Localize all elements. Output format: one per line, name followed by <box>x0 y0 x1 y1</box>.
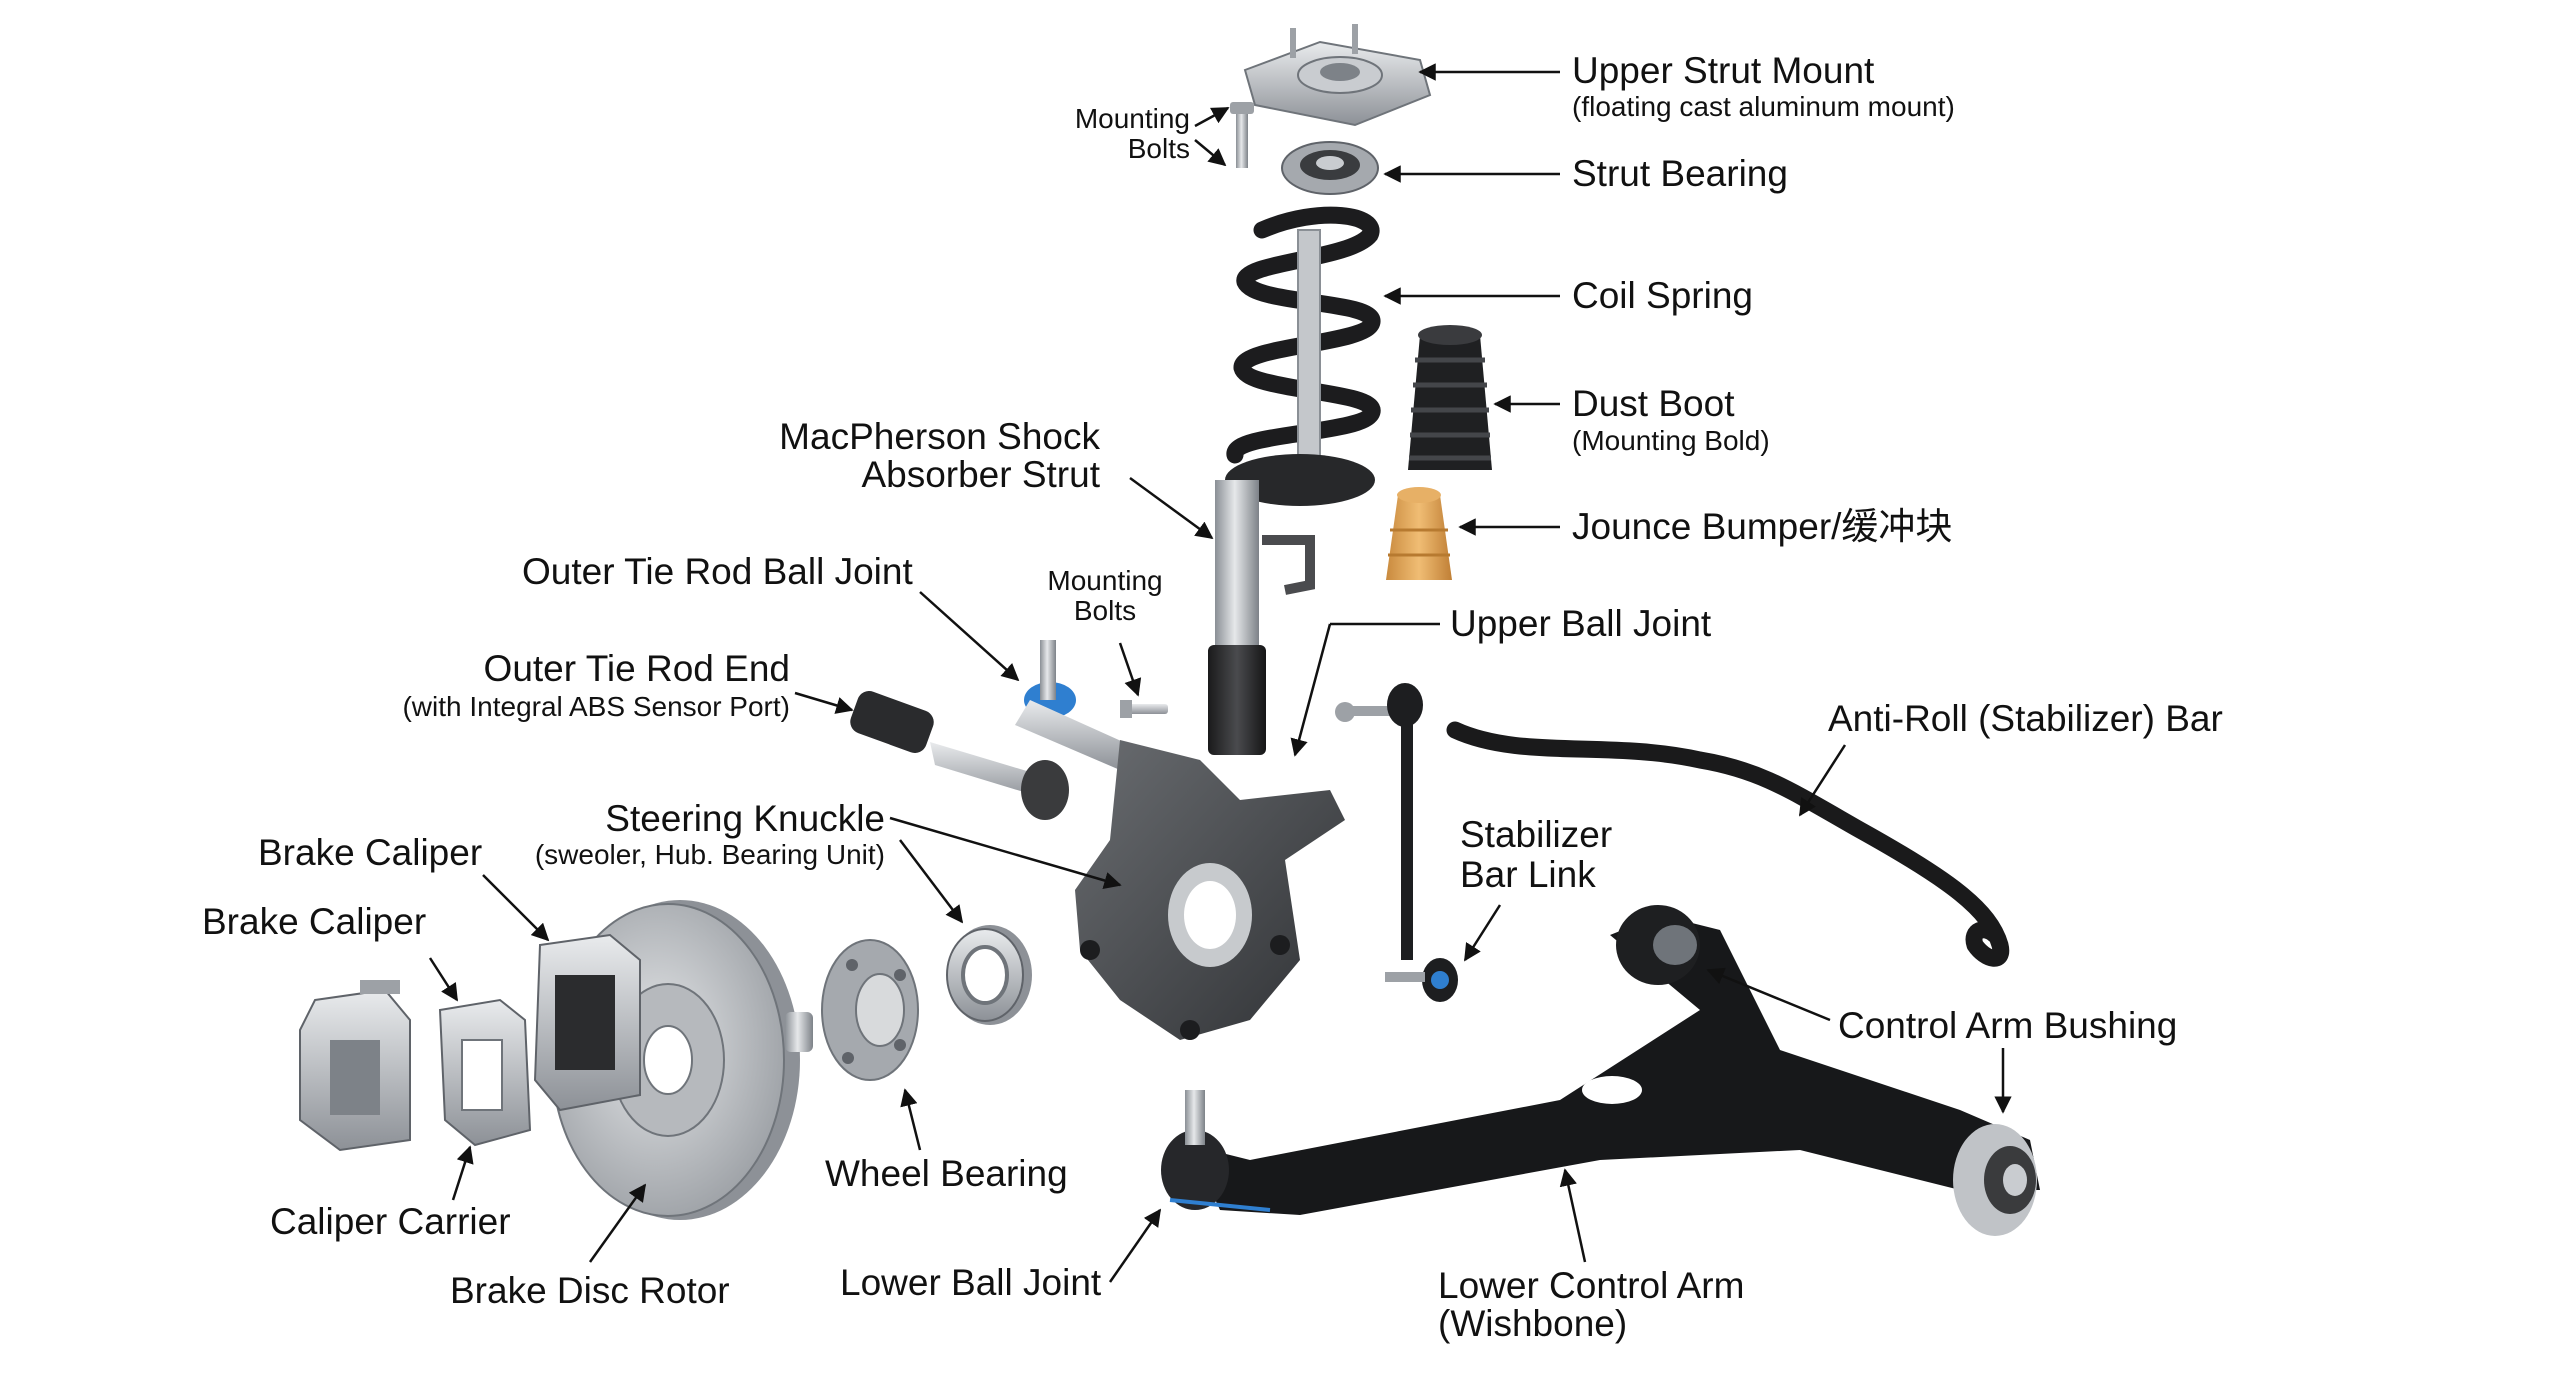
label-mounting-bolts-mid-line2: Bolts <box>1073 595 1137 626</box>
label-stabilizer-link-line2: Bar Link <box>1460 854 1596 895</box>
brake-caliper-outer-part <box>533 933 641 1112</box>
label-dust-boot-sub: (Mounting Bold) <box>1572 425 1770 456</box>
label-outer-tie-rod-end: Outer Tie Rod End <box>483 648 790 689</box>
label-jounce-bumper: Jounce Bumper/缓冲块 <box>1572 506 1953 547</box>
macpherson-strut-part <box>1208 454 1375 755</box>
label-anti-roll-bar: Anti-Roll (Stabilizer) Bar <box>1828 698 2223 739</box>
label-macpherson-line1: MacPherson Shock <box>779 416 1100 457</box>
upper-strut-mount-part <box>1243 24 1432 127</box>
label-steering-knuckle: Steering Knuckle <box>605 798 885 839</box>
mounting-bolt-mid-part <box>1120 700 1168 718</box>
brake-caliper-inner-part <box>299 980 411 1152</box>
caliper-carrier-part <box>438 998 532 1147</box>
dust-boot-part <box>1408 325 1492 470</box>
label-lower-control-arm-line2: (Wishbone) <box>1438 1303 1628 1344</box>
label-brake-caliper-1: Brake Caliper <box>258 832 483 873</box>
anti-roll-bar-part <box>1446 721 2010 967</box>
label-upper-ball-joint: Upper Ball Joint <box>1450 603 1712 644</box>
leader-lines <box>428 63 2012 1283</box>
steering-knuckle-part <box>1075 740 1345 1040</box>
label-dust-boot: Dust Boot <box>1572 383 1735 424</box>
label-mounting-bolts-top-line1: Mounting <box>1074 103 1190 134</box>
stabilizer-link-part <box>1335 683 1458 1002</box>
label-wheel-bearing: Wheel Bearing <box>825 1153 1068 1194</box>
label-caliper-carrier: Caliper Carrier <box>270 1201 511 1242</box>
label-steering-knuckle-sub: (sweoler, Hub. Bearing Unit) <box>534 839 885 870</box>
label-upper-strut-mount-sub: (floating cast aluminum mount) <box>1572 91 1955 122</box>
hub-bearing-part <box>946 925 1032 1025</box>
label-coil-spring: Coil Spring <box>1572 275 1753 316</box>
mounting-bolt-top-part <box>1230 102 1254 168</box>
label-stabilizer-link-line1: Stabilizer <box>1460 814 1613 855</box>
label-outer-tie-rod-ball-joint: Outer Tie Rod Ball Joint <box>522 551 913 592</box>
label-control-arm-bushing: Control Arm Bushing <box>1838 1005 2178 1046</box>
lower-control-arm-part <box>1161 905 2040 1236</box>
coil-spring-part <box>1226 206 1381 471</box>
label-lower-ball-joint: Lower Ball Joint <box>840 1262 1102 1303</box>
label-macpherson-line2: Absorber Strut <box>861 454 1100 495</box>
jounce-bumper-part <box>1386 487 1452 580</box>
label-brake-caliper-2: Brake Caliper <box>202 901 427 942</box>
strut-bearing-part <box>1281 141 1379 195</box>
label-mounting-bolts-mid-line1: Mounting <box>1047 565 1163 596</box>
label-mounting-bolts-top-line2: Bolts <box>1127 133 1190 164</box>
label-brake-disc-rotor: Brake Disc Rotor <box>450 1270 730 1311</box>
brake-disc-rotor-part <box>551 900 813 1220</box>
label-outer-tie-rod-end-sub: (with Integral ABS Sensor Port) <box>402 691 790 722</box>
label-lower-control-arm-line1: Lower Control Arm <box>1438 1265 1745 1306</box>
outer-tie-rod-part <box>850 640 1130 820</box>
wheel-bearing-part <box>821 939 919 1081</box>
label-upper-strut-mount: Upper Strut Mount <box>1572 50 1875 91</box>
label-strut-bearing: Strut Bearing <box>1572 153 1788 194</box>
